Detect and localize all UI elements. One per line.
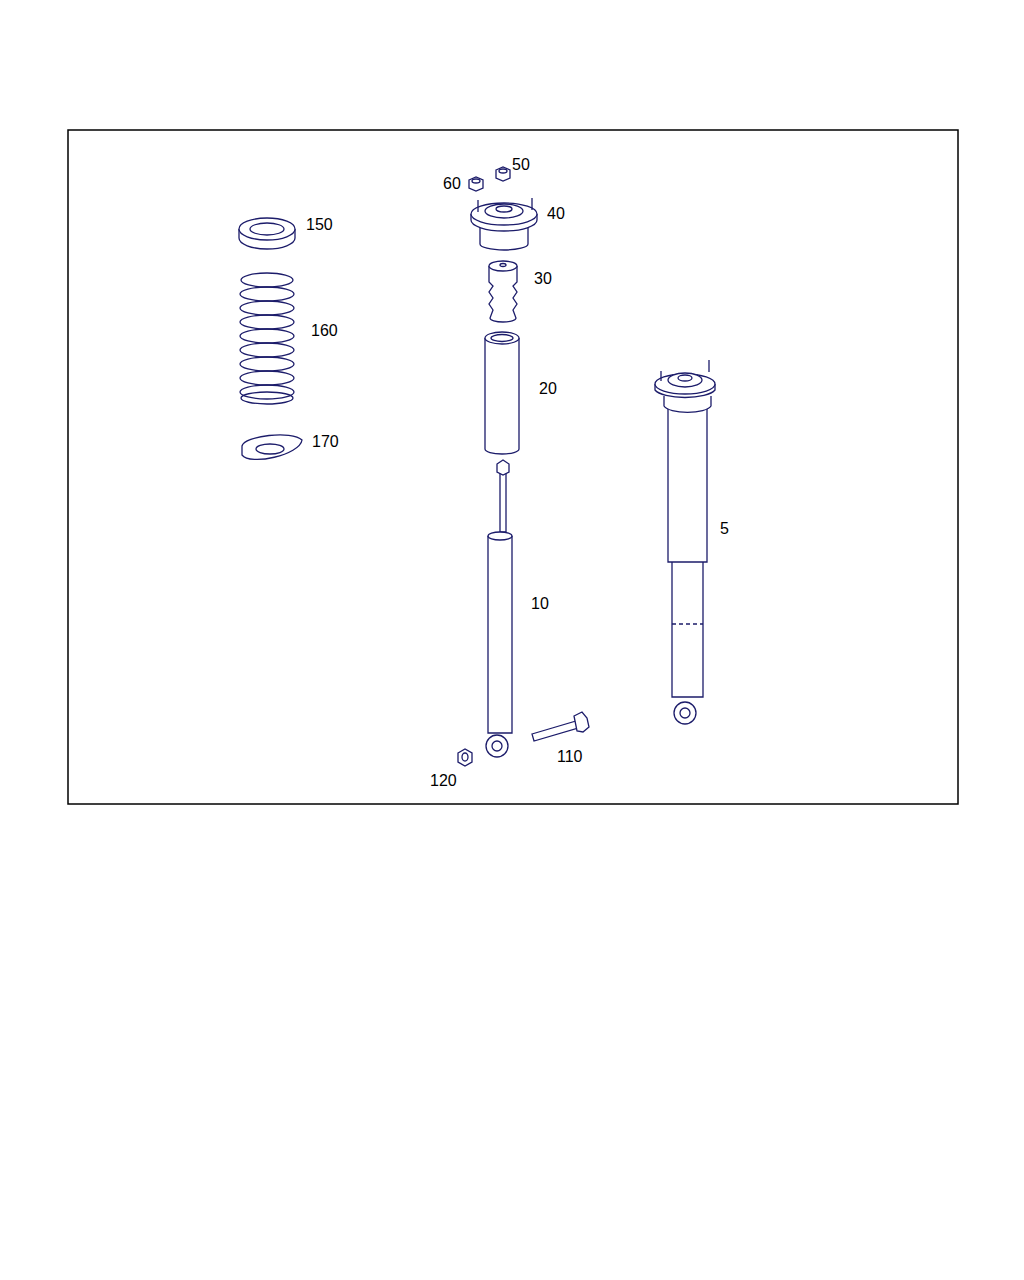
callout-number: 170	[312, 433, 339, 451]
callout-number: 30	[534, 270, 552, 288]
nut	[472, 179, 480, 183]
bolt	[532, 712, 589, 741]
coil-spring	[240, 371, 294, 385]
top-mount	[477, 200, 478, 212]
bump-stop	[489, 261, 517, 271]
strut-assembly	[680, 708, 690, 718]
nut	[499, 169, 507, 173]
coil-spring	[241, 273, 293, 287]
callout-number: 120	[430, 772, 457, 790]
bump-stop	[489, 266, 517, 322]
spring-seat	[250, 223, 284, 235]
coil-spring	[240, 315, 294, 329]
shock-absorber	[497, 460, 509, 475]
spring-seat	[239, 218, 295, 249]
bolt	[532, 721, 578, 741]
spring-pad	[242, 435, 302, 460]
shock-absorber	[492, 741, 502, 751]
shock-absorber	[488, 536, 512, 733]
callout-number: 160	[311, 322, 338, 340]
dust-boot	[491, 335, 513, 342]
callout-number: 50	[512, 156, 530, 174]
top-mount	[485, 204, 523, 218]
bump-stop	[500, 264, 506, 267]
spring-pad	[242, 435, 302, 460]
bolt	[574, 712, 589, 732]
shock-absorber	[486, 735, 508, 757]
frame	[68, 130, 958, 804]
coil-spring	[240, 287, 294, 301]
strut-assembly	[674, 702, 696, 724]
coil-spring	[240, 273, 294, 404]
nut	[469, 177, 483, 191]
top-mount	[471, 203, 537, 225]
nut	[496, 167, 510, 181]
spring-seat	[239, 218, 295, 240]
coil-spring	[240, 301, 294, 315]
nut	[458, 749, 472, 766]
callout-number: 150	[306, 216, 333, 234]
dust-boot	[485, 332, 519, 344]
strut-assembly	[655, 360, 715, 724]
strut-assembly	[678, 375, 692, 381]
nut	[462, 753, 468, 761]
coil-spring	[240, 343, 294, 357]
strut-assembly	[664, 396, 711, 412]
strut-assembly	[668, 408, 707, 562]
bump-stop	[489, 261, 517, 322]
nut	[469, 177, 483, 191]
callout-number: 110	[557, 748, 583, 766]
top-mount	[496, 206, 512, 212]
strut-assembly	[672, 623, 703, 624]
frame	[68, 130, 958, 804]
shock-absorber	[488, 532, 512, 540]
dust-boot	[485, 332, 519, 454]
top-mount	[531, 198, 532, 210]
coil-spring	[240, 329, 294, 343]
nut	[496, 167, 510, 181]
dust-boot	[485, 338, 519, 454]
coil-spring	[240, 357, 294, 371]
spring-pad	[256, 444, 284, 454]
strut-assembly	[660, 371, 661, 381]
strut-assembly	[708, 360, 709, 372]
callout-number: 20	[539, 380, 557, 398]
coil-spring	[241, 392, 293, 404]
callout-number: 40	[547, 205, 565, 223]
strut-assembly	[668, 373, 702, 387]
callout-number: 5	[720, 520, 729, 538]
nut	[458, 749, 472, 766]
shock-absorber	[500, 470, 506, 532]
top-mount	[471, 198, 537, 250]
strut-assembly	[655, 374, 715, 394]
callout-number: 60	[443, 175, 461, 193]
shock-absorber	[486, 460, 512, 757]
strut-assembly	[672, 560, 703, 697]
callout-number: 10	[531, 595, 549, 613]
